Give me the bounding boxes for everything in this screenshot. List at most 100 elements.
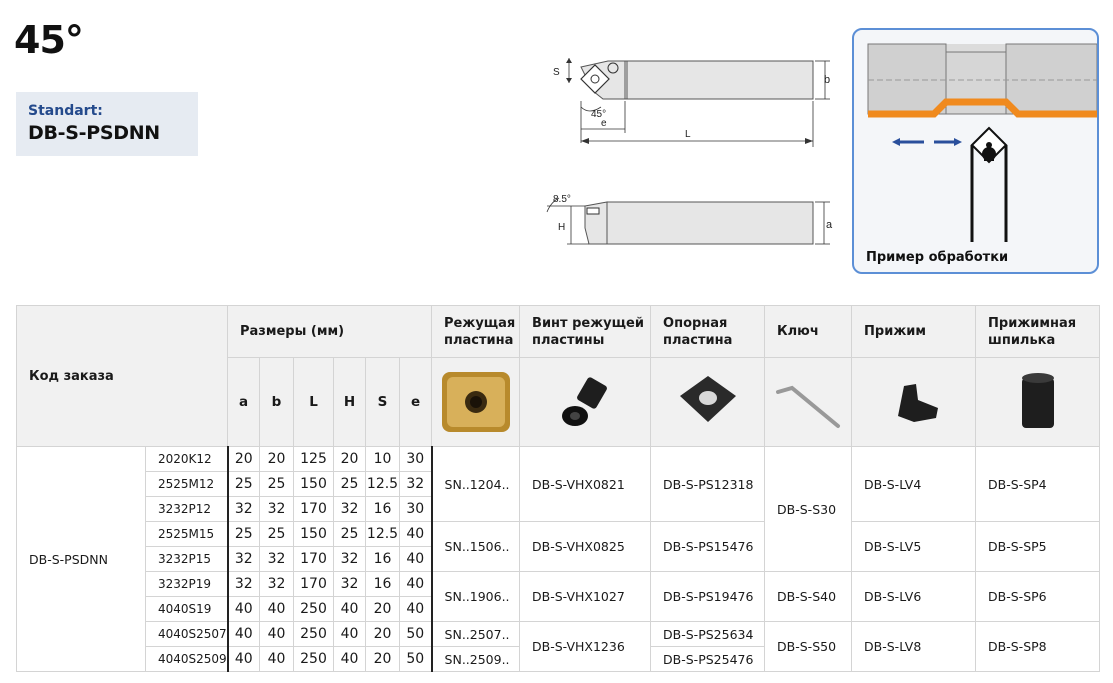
screw-code: DB-S-VHX1027: [519, 571, 652, 622]
dim-value: 250: [293, 646, 334, 672]
dim-value: 25: [333, 521, 366, 547]
dim-col-a: a: [227, 357, 260, 447]
dim-value: 32: [333, 571, 366, 597]
dimensions-header: Размеры (мм): [226, 305, 433, 358]
variant-code: 3232P12: [145, 496, 228, 522]
pin-code: DB-S-SP4: [975, 446, 1101, 522]
dim-value: 12.5: [365, 471, 400, 497]
clamp-code: DB-S-LV5: [851, 521, 977, 572]
dim-value: 50: [398, 621, 433, 647]
dim-value: 20: [226, 446, 260, 472]
shim-code: DB-S-PS15476: [650, 521, 766, 572]
dim-value: 20: [365, 646, 400, 672]
dim-value: 170: [293, 546, 334, 572]
table-row: 4040S2509 40 40 250 40 20 50 SN..2509.. …: [17, 646, 1100, 672]
standard-box: Standart: DB-S-PSDNN: [16, 92, 198, 156]
dim-a-label: a: [826, 219, 833, 231]
standard-code: DB-S-PSDNN: [28, 122, 160, 144]
pin-code: DB-S-SP6: [975, 571, 1101, 622]
variant-code: 4040S19: [145, 596, 228, 622]
dim-value: 40: [259, 646, 294, 672]
dim-value: 20: [333, 446, 366, 472]
insert-image: [431, 357, 521, 447]
dim-h-label: H: [558, 222, 565, 233]
key-code: DB-S-S50: [764, 621, 853, 672]
dim-value: 40: [259, 621, 294, 647]
dim-value: 32: [398, 471, 433, 497]
screw-code: DB-S-VHX0825: [519, 521, 652, 572]
dim-value: 40: [259, 596, 294, 622]
shim-image: [650, 357, 766, 447]
standard-label: Standart:: [28, 103, 103, 119]
variant-code: 2525M15: [145, 521, 228, 547]
dim-l-label: L: [685, 129, 691, 140]
clamp-code: DB-S-LV6: [851, 571, 977, 622]
variant-code: 4040S2507: [145, 621, 228, 647]
dim-value: 40: [398, 521, 433, 547]
dim-col-s: S: [365, 357, 400, 447]
dim-s-label: S: [553, 67, 560, 78]
dim-col-b: b: [259, 357, 294, 447]
variant-code: 2525M12: [145, 471, 228, 497]
pin-image: [975, 357, 1101, 447]
dim-value: 170: [293, 496, 334, 522]
variant-code: 3232P19: [145, 571, 228, 597]
screw-code: DB-S-VHX0821: [519, 446, 652, 522]
dim-value: 20: [365, 596, 400, 622]
dim-value: 40: [398, 571, 433, 597]
insert-code: SN..1204..: [431, 446, 521, 522]
dim-value: 16: [365, 496, 400, 522]
dim-value: 32: [259, 496, 294, 522]
clamp-header: Прижим: [851, 305, 977, 358]
dim-45-label: 45°: [591, 109, 606, 120]
dim-85-label: 8.5°: [553, 194, 571, 205]
dim-value: 32: [226, 571, 260, 597]
order-code-header: Код заказа: [16, 305, 228, 447]
dim-value: 32: [333, 546, 366, 572]
dim-value: 150: [293, 471, 334, 497]
table-row: 2525M15 25 25 150 25 12.5 40 SN..1506.. …: [17, 521, 1101, 572]
dim-value: 32: [259, 571, 294, 597]
table-row: 3232P12 32 32 170 32 16 30: [17, 496, 1100, 522]
dim-value: 250: [293, 596, 334, 622]
dim-value: 40: [333, 596, 366, 622]
dim-value: 32: [259, 546, 294, 572]
dim-value: 250: [293, 621, 334, 647]
pin-code: DB-S-SP8: [975, 621, 1101, 672]
machining-illustration: [867, 43, 1097, 242]
dim-e-label: e: [601, 118, 607, 129]
table-row: 4040S2507 40 40 250 40 20 50 SN..2507.. …: [17, 621, 1101, 672]
dim-col-l: L: [293, 357, 334, 447]
dim-value: 32: [226, 496, 260, 522]
side-view-drawing: a H 8.5°: [546, 194, 833, 245]
dim-value: 40: [398, 546, 433, 572]
dim-value: 125: [293, 446, 334, 472]
dim-value: 40: [226, 646, 260, 672]
insert-icon: [580, 64, 610, 94]
key-header: Ключ: [764, 305, 853, 358]
shim-code: DB-S-PS25634: [650, 621, 766, 647]
dim-value: 12.5: [365, 521, 400, 547]
key-image: [764, 357, 853, 447]
dim-col-e: e: [398, 357, 433, 447]
insert-code: SN..1506..: [431, 521, 521, 572]
dim-value: 40: [398, 596, 433, 622]
dim-value: 32: [226, 546, 260, 572]
insert-code: SN..2507..: [431, 621, 521, 647]
screw-image: [519, 357, 652, 447]
dim-value: 32: [333, 496, 366, 522]
dim-value: 40: [226, 596, 260, 622]
dim-value: 25: [226, 471, 260, 497]
dim-value: 25: [259, 471, 294, 497]
table-row: 4040S19 40 40 250 40 20 40: [17, 596, 1100, 622]
shim-code: DB-S-PS19476: [650, 571, 766, 622]
clamp-code: DB-S-LV4: [851, 446, 977, 522]
screw-code: DB-S-VHX1236: [519, 621, 652, 672]
dim-value: 16: [365, 571, 400, 597]
page-title: 45°: [14, 18, 84, 62]
table-row: 3232P19 32 32 170 32 16 40 SN..1906.. DB…: [17, 571, 1101, 622]
key-code: DB-S-S30: [764, 446, 853, 572]
